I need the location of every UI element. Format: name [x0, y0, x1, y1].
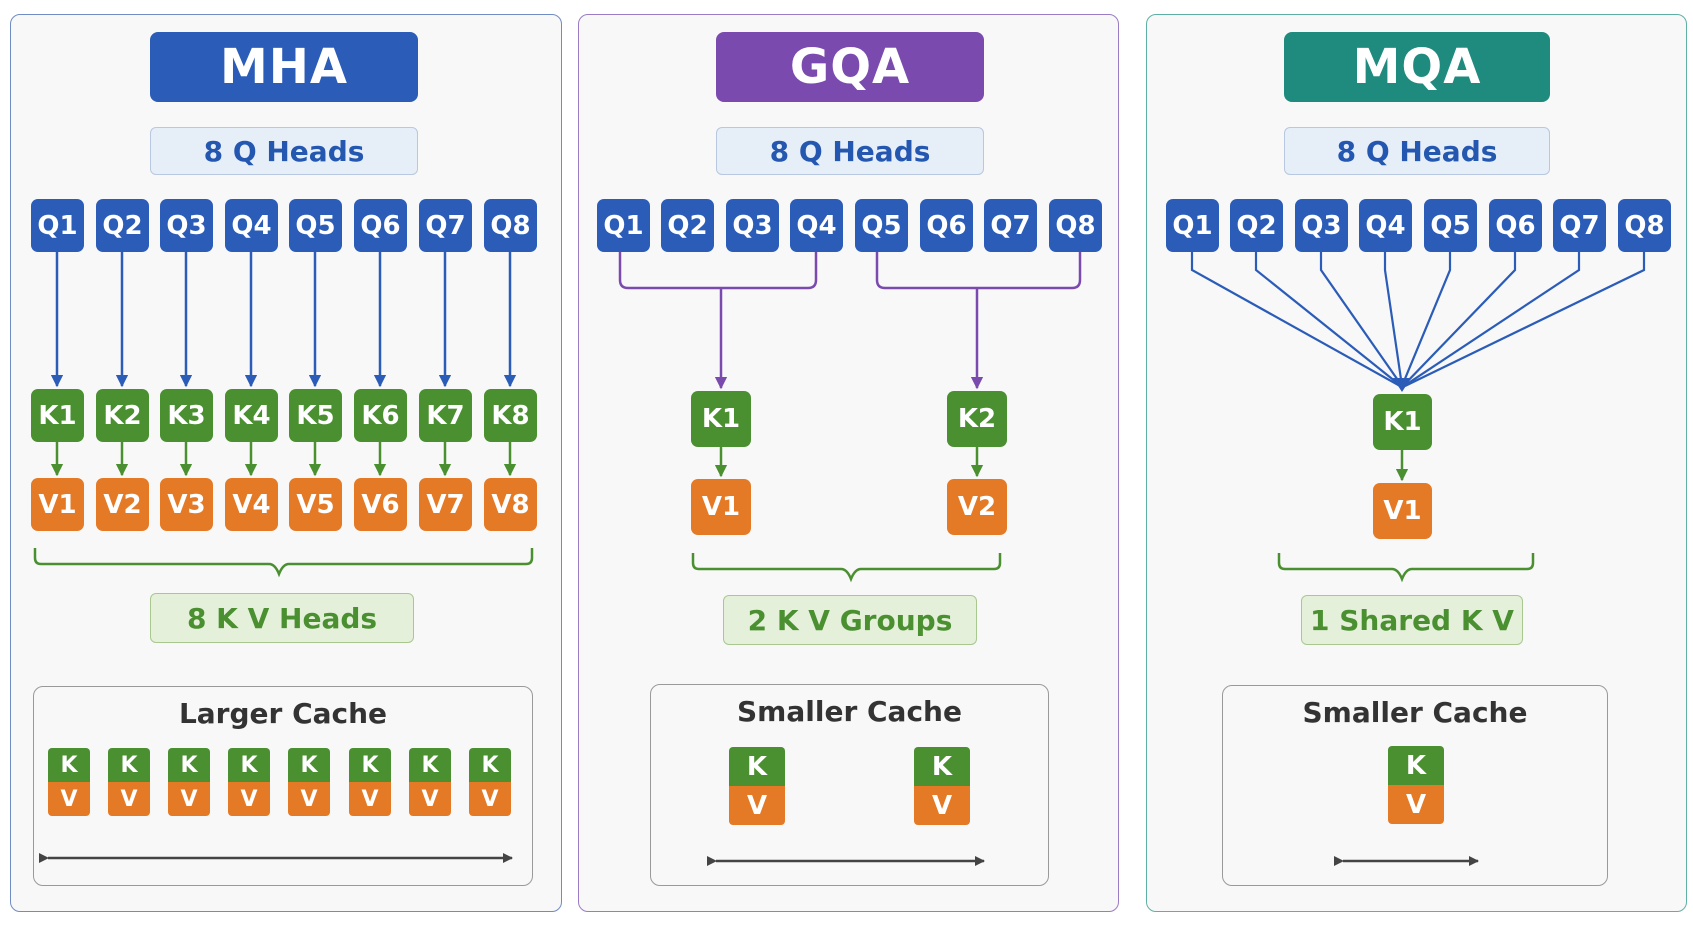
- mha-value-v2: V2: [96, 478, 149, 531]
- mqa-key-k1: K1: [1373, 394, 1432, 450]
- mha-value-v8: V8: [484, 478, 537, 531]
- mqa-query-q1: Q1: [1166, 199, 1219, 252]
- mqa-value-v1: V1: [1373, 483, 1432, 539]
- mha-kv-heads-label: 8 K V Heads: [150, 593, 414, 643]
- mha-key-k2: K2: [96, 389, 149, 442]
- gqa-query-q6: Q6: [920, 199, 973, 252]
- mha-query-q6: Q6: [354, 199, 407, 252]
- gqa-query-q3: Q3: [726, 199, 779, 252]
- mha-value-v6: V6: [354, 478, 407, 531]
- mha-query-q5: Q5: [289, 199, 342, 252]
- gqa-query-q2: Q2: [661, 199, 714, 252]
- gqa-value-v1: V1: [691, 479, 751, 535]
- mqa-cache-title: Smaller Cache: [1302, 696, 1528, 729]
- mqa-query-q5: Q5: [1424, 199, 1477, 252]
- gqa-key-k1: K1: [691, 391, 751, 447]
- gqa-query-q8: Q8: [1049, 199, 1102, 252]
- mha-cache-title: Larger Cache: [178, 697, 388, 730]
- mha-value-v3: V3: [160, 478, 213, 531]
- mqa-query-q4: Q4: [1359, 199, 1412, 252]
- mha-query-q7: Q7: [419, 199, 472, 252]
- mqa-query-q2: Q2: [1230, 199, 1283, 252]
- gqa-key-k2: K2: [947, 391, 1007, 447]
- mha-value-v7: V7: [419, 478, 472, 531]
- mha-key-k4: K4: [225, 389, 278, 442]
- gqa-query-q7: Q7: [984, 199, 1037, 252]
- gqa-value-v2: V2: [947, 479, 1007, 535]
- mha-key-k1: K1: [31, 389, 84, 442]
- mha-value-v5: V5: [289, 478, 342, 531]
- mha-value-v1: V1: [31, 478, 84, 531]
- mha-key-k5: K5: [289, 389, 342, 442]
- gqa-cache-title: Smaller Cache: [737, 695, 962, 728]
- mha-value-v4: V4: [225, 478, 278, 531]
- mqa-query-q7: Q7: [1553, 199, 1606, 252]
- mqa-q-heads-label: 8 Q Heads: [1284, 127, 1550, 175]
- mqa-title: MQA: [1284, 32, 1550, 102]
- gqa-kv-groups-label: 2 K V Groups: [723, 595, 977, 645]
- mha-q-heads-label: 8 Q Heads: [150, 127, 418, 175]
- gqa-query-q1: Q1: [597, 199, 650, 252]
- mha-key-k8: K8: [484, 389, 537, 442]
- gqa-title: GQA: [716, 32, 984, 102]
- mha-title: MHA: [150, 32, 418, 102]
- mqa-shared-kv-label: 1 Shared K V: [1301, 595, 1523, 645]
- mha-query-q8: Q8: [484, 199, 537, 252]
- mqa-query-q3: Q3: [1295, 199, 1348, 252]
- gqa-query-q4: Q4: [790, 199, 843, 252]
- mha-query-q3: Q3: [160, 199, 213, 252]
- mqa-query-q8: Q8: [1618, 199, 1671, 252]
- gqa-cache-box: Smaller Cache: [650, 684, 1049, 886]
- gqa-q-heads-label: 8 Q Heads: [716, 127, 984, 175]
- mha-key-k6: K6: [354, 389, 407, 442]
- mqa-query-q6: Q6: [1489, 199, 1542, 252]
- mha-key-k7: K7: [419, 389, 472, 442]
- mha-query-q1: Q1: [31, 199, 84, 252]
- mha-query-q2: Q2: [96, 199, 149, 252]
- mha-key-k3: K3: [160, 389, 213, 442]
- gqa-query-q5: Q5: [855, 199, 908, 252]
- mha-query-q4: Q4: [225, 199, 278, 252]
